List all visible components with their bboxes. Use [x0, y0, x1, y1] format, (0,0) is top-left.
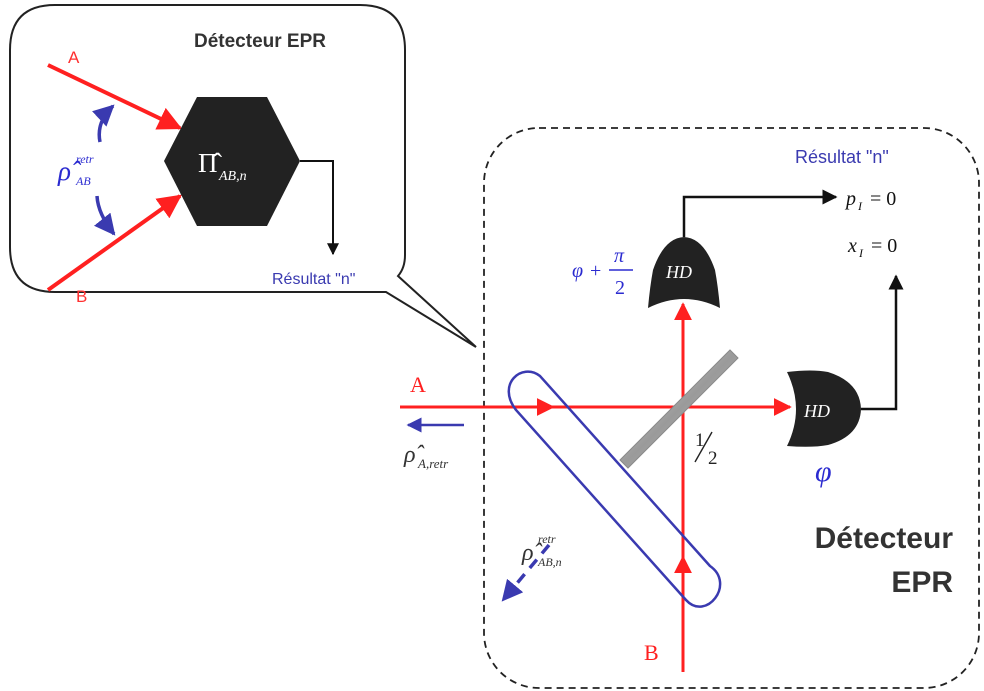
callout-output-line — [300, 160, 339, 256]
input-label-b: B — [644, 640, 659, 665]
phase-top-num: π — [614, 245, 625, 267]
callout-rho-sup: retr — [76, 152, 94, 166]
p-sub: I — [857, 199, 863, 213]
hd-right-label: HD — [803, 401, 830, 421]
splitter-ratio-slash — [694, 431, 713, 463]
hd-detector-top — [648, 237, 720, 308]
callout-title: Détecteur EPR — [194, 31, 326, 52]
callout-beam-a — [47, 63, 183, 130]
retro-loop — [507, 370, 722, 608]
callout-curve-arrow-up — [92, 104, 115, 143]
x-eq: = 0 — [871, 235, 897, 257]
hd-detector-right — [787, 370, 861, 447]
hd-top-output — [682, 189, 838, 237]
projector-hexagon — [164, 97, 300, 226]
rho-abn-sub: AB,n — [537, 555, 562, 569]
detector-dashed-box — [483, 127, 980, 689]
projector-sub: AB,n — [218, 169, 247, 184]
p-eq: = 0 — [870, 188, 896, 210]
p-label: p — [844, 188, 856, 210]
x-label: x — [847, 235, 857, 257]
hd-right-output — [861, 274, 904, 411]
input-label-a: A — [410, 372, 426, 397]
rho-abn-sup: retr — [538, 532, 556, 546]
beam-splitter — [619, 349, 739, 469]
hd-top-label: HD — [665, 262, 692, 282]
callout-beam-b — [46, 194, 182, 292]
phase-top-den: 2 — [615, 277, 625, 299]
splitter-ratio-num: 1 — [695, 430, 705, 451]
splitter-ratio-den: 2 — [708, 448, 718, 469]
callout-label-a: A — [68, 48, 80, 67]
callout-result: Résultat "n" — [272, 271, 355, 288]
detector-title-line2: EPR — [891, 566, 953, 599]
phase-top-phi: φ — [572, 260, 583, 282]
phase-top-plus: + — [590, 260, 601, 282]
x-sub: I — [858, 246, 864, 260]
rho-a-sub: A,retr — [417, 456, 449, 471]
rho-abn-arrow — [501, 543, 551, 602]
phase-right: φ — [815, 455, 832, 488]
callout-rho-sub: AB — [75, 174, 91, 188]
callout-curve-arrow-down — [93, 195, 116, 236]
main-result: Résultat "n" — [795, 147, 889, 167]
callout-label-b: B — [76, 287, 87, 306]
detector-title-line1: Détecteur — [815, 522, 954, 555]
